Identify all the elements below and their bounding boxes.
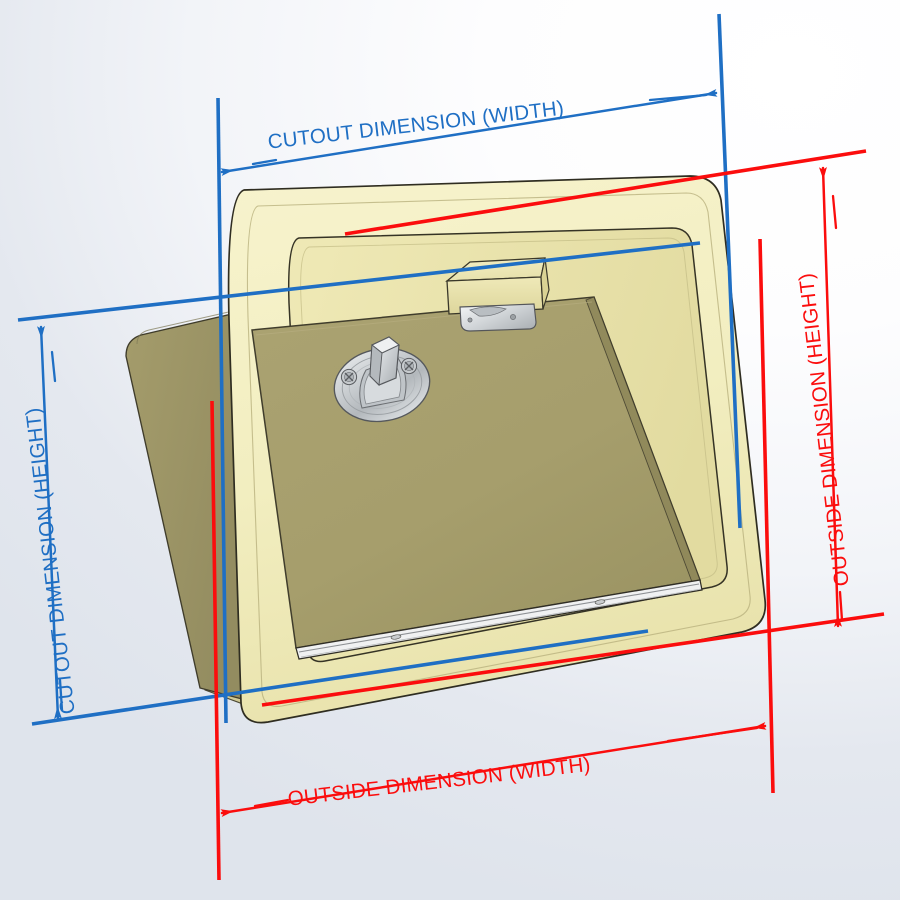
piano-hinge [295,579,703,660]
cutout-width-arrow [220,88,718,177]
cutout-ext-bot-horizontal [31,629,649,726]
outside-label-leaders [253,194,844,808]
outside-ext-right-vertical [758,238,775,794]
latch-screw-right [400,357,418,375]
outside-dimension-arrows [220,166,842,818]
outside-height-arrow [819,166,842,628]
strike-bracket [459,303,537,332]
cutout-extension-lines [17,13,742,726]
outside-ext-top-horizontal [344,149,867,236]
cutout-ext-top-horizontal [17,241,701,322]
cutout-ext-right-vertical [717,13,742,529]
outside-ext-bot-horizontal [261,612,885,707]
latch-screw-left [340,368,358,386]
outside-extension-lines [210,149,885,881]
cam-latch [333,336,431,423]
cutout-height-arrow [37,325,62,720]
cutout-label-leaders [50,93,708,712]
cutout-ext-left-vertical [216,97,228,724]
cutout-dimension-arrows [37,88,718,720]
outside-ext-left-vertical [210,400,221,881]
